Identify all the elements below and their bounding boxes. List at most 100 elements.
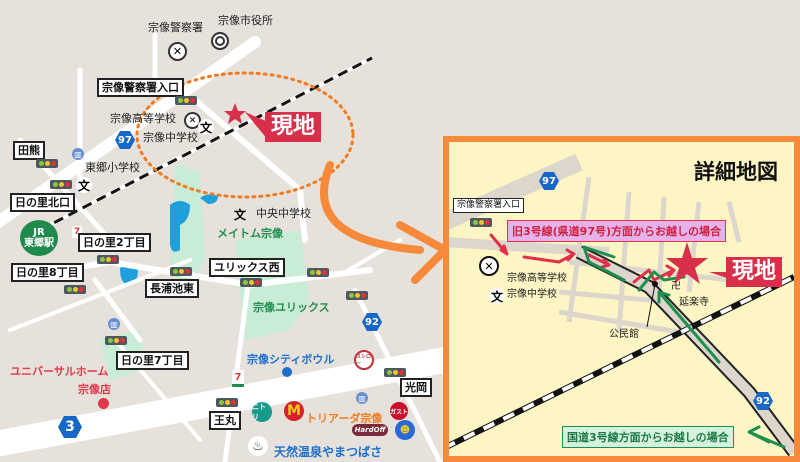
traffic-signal-icon [170, 267, 192, 276]
seven-eleven-icon: 7 [232, 370, 244, 387]
route3-direction-label: 国道3号線方面からお越しの場合 [562, 426, 734, 448]
old-route3-direction-label: 旧3号線(県道97号)方面からお越しの場合 [507, 220, 727, 242]
star-icon [666, 242, 708, 284]
traffic-signal-icon [384, 368, 406, 377]
city-hall-label: 宗像市役所 [218, 14, 273, 27]
city-bowl-marker [282, 367, 292, 377]
park-area [100, 165, 310, 380]
star-icon [224, 103, 246, 124]
universal-home-label: ユニバーサルホーム [10, 365, 109, 378]
route-3-sign: 3 [58, 416, 82, 438]
traffic-signal-icon [50, 180, 72, 189]
traffic-signal-icon [346, 291, 368, 300]
school-icon: 文 [198, 119, 214, 135]
police-icon: ✕ [168, 42, 187, 61]
genchi-area-circle [135, 71, 355, 199]
route-97-sign: 97 [539, 172, 559, 190]
route-arrow-red [522, 248, 576, 264]
route-92-sign: 92 [753, 392, 773, 410]
high-school-label: 宗像高等学校 [507, 273, 567, 284]
detail-map-title: 詳細地図 [694, 160, 778, 184]
intersection-yurix-nishi: ユリックス西 [209, 258, 285, 277]
temple-label: 延楽寺 [679, 297, 709, 308]
traffic-signal-icon [105, 336, 127, 345]
school-icon: ✕ [479, 256, 499, 276]
traffic-signal-icon [470, 218, 492, 227]
railway [449, 274, 794, 449]
genchi-pointer [245, 112, 268, 140]
pond [120, 265, 138, 284]
donki-mascot-icon: ☻ [395, 420, 415, 440]
school-icon: 文 [76, 177, 92, 193]
road-97 [449, 153, 583, 230]
nitori-icon: ニトリ [252, 402, 272, 422]
triarda-label: トリアーダ宗像 [306, 412, 383, 425]
intersection-police-entrance: 宗像警察署入口 [97, 78, 184, 97]
school-icon: 文 [489, 288, 505, 304]
detail-map-geometry [449, 153, 794, 456]
road [92, 277, 143, 343]
intersection-hinosato-kitaguchi: 日の里北口 [10, 193, 75, 212]
intersection-police-entrance: 宗像警察署入口 [453, 198, 525, 213]
route-arrow-red [489, 233, 509, 256]
road [8, 258, 192, 332]
genchi-label: 現地 [726, 257, 783, 288]
bank-icon: ▥ [356, 392, 368, 404]
traffic-signal-icon [307, 268, 329, 277]
station-line-label: JR [33, 227, 45, 238]
station-name-label: 東郷駅 [24, 238, 54, 249]
universal-home-marker [98, 398, 109, 409]
intersection-takuma: 田熊 [13, 141, 45, 160]
traffic-signal-icon [216, 398, 238, 407]
police-station-label: 宗像警察署 [148, 21, 203, 34]
high-school-label: 宗像高等学校 [110, 112, 176, 125]
intersection-omaru: 王丸 [209, 411, 241, 430]
universal-home-branch-label: 宗像店 [78, 383, 111, 396]
leader-line [646, 283, 656, 328]
route-92-sign: 92 [362, 313, 382, 331]
route-97-sign: 97 [115, 131, 135, 149]
pond [170, 201, 190, 252]
gusto-icon: ガスト [390, 402, 408, 420]
route-arrow-green [637, 270, 686, 292]
traffic-signal-icon [36, 159, 58, 168]
pond [200, 194, 218, 204]
junior-high-label: 宗像中学校 [143, 131, 198, 144]
intersection-nagauraike-higashi: 長浦池東 [145, 279, 199, 298]
route-arrow-red [587, 253, 611, 269]
intersection-hinosato-2: 日の里2丁目 [78, 233, 151, 252]
bank-icon: ▥ [72, 148, 84, 160]
side-road [558, 176, 750, 335]
pointer-arrow [320, 161, 424, 254]
seven-eleven-icon: 7 [72, 226, 82, 238]
bank-icon: ▥ [108, 318, 120, 330]
sushiro-icon: スシロー [354, 350, 374, 370]
genchi-label: 現地 [265, 112, 322, 143]
intersection-hinosato-8: 日の里8丁目 [11, 263, 84, 282]
traffic-signal-icon [64, 285, 86, 294]
detail-map-panel: 詳細地図 97 宗像警察署入口 旧3号線(県道97号)方面からお越しの場合 ✕ … [443, 136, 800, 462]
traffic-signal-icon [175, 96, 197, 105]
hot-spring-icon: ♨ [248, 436, 268, 456]
onsen-label: 天然温泉やまつばさ [274, 445, 383, 459]
intersection-mitsuoka: 光岡 [400, 378, 432, 397]
city-hall-icon [211, 32, 229, 50]
route-arrow-green [747, 425, 786, 449]
chuo-junior-high-label: 中央中学校 [256, 207, 311, 220]
traffic-signal-icon [97, 255, 119, 264]
city-bowl-label: 宗像シティボウル [247, 353, 335, 366]
junior-high-label: 宗像中学校 [507, 289, 557, 300]
hardoff-icon: HardOff [352, 424, 388, 436]
traffic-signal-icon [240, 278, 262, 287]
temple-icon: 卍 [671, 281, 681, 292]
yurix-label: 宗像ユリックス [253, 301, 330, 314]
togo-elementary-label: 東郷小学校 [85, 161, 140, 174]
route-arrow-green [582, 245, 626, 282]
mcdonalds-icon: M [284, 401, 304, 421]
school-icon: 文 [233, 207, 246, 222]
meitom-label: メイトム宗像 [217, 227, 283, 240]
community-hall-label: 公民館 [609, 329, 639, 340]
intersection-hinosato-7: 日の里7丁目 [116, 351, 189, 370]
route-arrow-green [657, 290, 721, 364]
